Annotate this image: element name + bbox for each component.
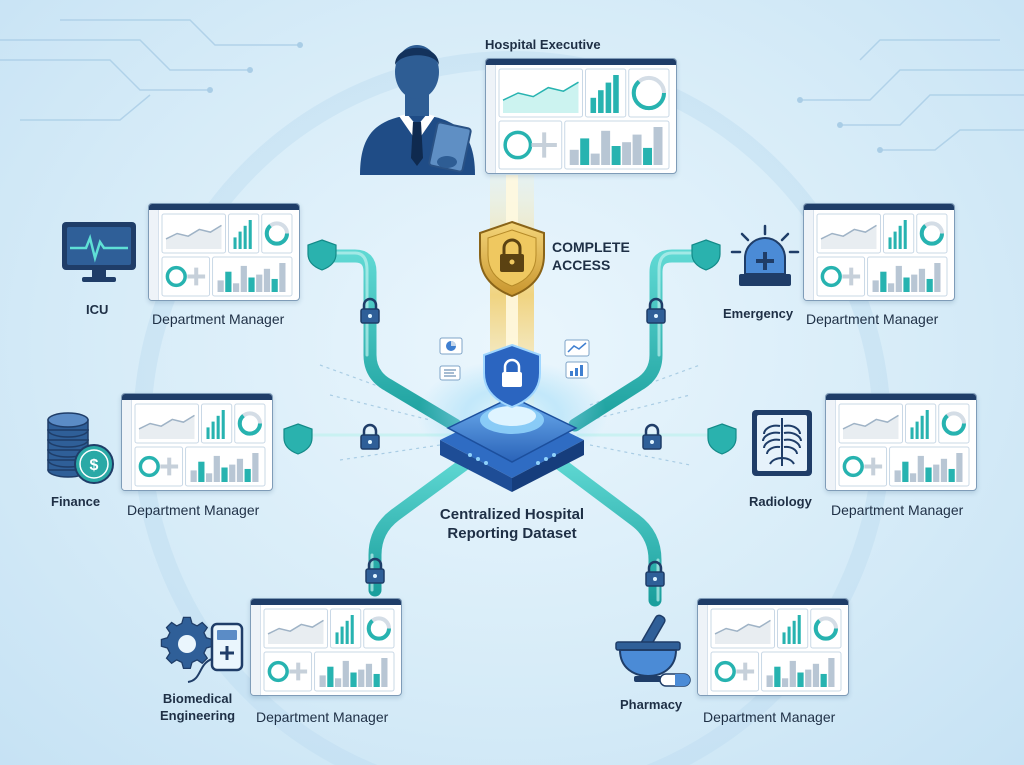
dashboard-widgets: [710, 608, 842, 692]
center-title: Centralized Hospital Reporting Dataset: [412, 505, 612, 543]
icu-name: ICU: [86, 302, 109, 317]
dashboard-sidebar: [149, 210, 159, 300]
radiology-role: Department Manager: [831, 502, 964, 518]
dashboard-sidebar: [251, 605, 261, 695]
dashboard-biomedical: [250, 598, 402, 696]
biomedical-name-line-1: Biomedical: [162, 691, 233, 706]
biomedical-name-line-2: Engineering: [160, 708, 236, 723]
dashboard-radiology: [825, 393, 977, 491]
dashboard-widgets: [498, 68, 670, 170]
mortar-pestle-icon: [615, 614, 691, 687]
dashboard-titlebar: [804, 204, 954, 210]
padlock-icon: [365, 557, 385, 584]
dashboard-finance: [121, 393, 273, 491]
padlock-icon: [360, 423, 380, 450]
dashboard-titlebar: [826, 394, 976, 400]
pharmacy-role: Department Manager: [703, 709, 836, 725]
dashboard-titlebar: [486, 59, 676, 65]
coins-icon: $: [47, 412, 114, 484]
dashboard-executive: [485, 58, 677, 174]
gear-icon: [160, 616, 244, 683]
icu-role: Department Manager: [152, 311, 285, 327]
finance-role: Department Manager: [127, 502, 260, 518]
executive-avatar-icon: [360, 45, 475, 175]
complete-access-label: COMPLETE ACCESS: [552, 238, 630, 274]
dashboard-widgets: [816, 213, 948, 297]
center-title-line-1: Centralized Hospital: [439, 506, 585, 523]
dashboard-titlebar: [698, 599, 848, 605]
dashboard-pharmacy: [697, 598, 849, 696]
gold-shield-lock-icon: [479, 220, 545, 298]
dashboard-sidebar: [804, 210, 814, 300]
dashboard-titlebar: [149, 204, 299, 210]
svg-text:$: $: [90, 457, 99, 474]
dashboard-widgets: [263, 608, 395, 692]
dashboard-icu: [148, 203, 300, 301]
server-hub-icon: [440, 396, 584, 492]
dashboard-widgets: [838, 403, 970, 487]
pharmacy-name: Pharmacy: [620, 697, 683, 712]
finance-name: Finance: [51, 494, 101, 509]
dashboard-sidebar: [122, 400, 132, 490]
dashboard-sidebar: [826, 400, 836, 490]
access-line-2: ACCESS: [552, 257, 611, 273]
access-line-1: COMPLETE: [552, 239, 630, 255]
dashboard-sidebar: [698, 605, 708, 695]
executive-label: Hospital Executive: [485, 37, 601, 52]
dashboard-emergency: [803, 203, 955, 301]
monitor-icon: [62, 222, 136, 282]
radiology-name: Radiology: [749, 494, 812, 509]
biomedical-role: Department Manager: [256, 709, 389, 725]
dashboard-titlebar: [251, 599, 401, 605]
emergency-role: Department Manager: [806, 311, 939, 327]
emergency-name: Emergency: [723, 306, 794, 321]
padlock-icon: [646, 297, 666, 324]
siren-icon: [730, 224, 800, 286]
dashboard-widgets: [161, 213, 293, 297]
padlock-icon: [642, 423, 662, 450]
padlock-icon: [645, 560, 665, 587]
biomedical-name: Biomedical Engineering: [160, 690, 235, 724]
padlock-icon: [360, 297, 380, 324]
shield-lock-icon: [483, 343, 541, 409]
dashboard-titlebar: [122, 394, 272, 400]
center-title-line-2: Reporting Dataset: [447, 525, 577, 542]
xray-icon: [752, 410, 812, 476]
dashboard-sidebar: [486, 65, 496, 173]
dashboard-widgets: [134, 403, 266, 487]
